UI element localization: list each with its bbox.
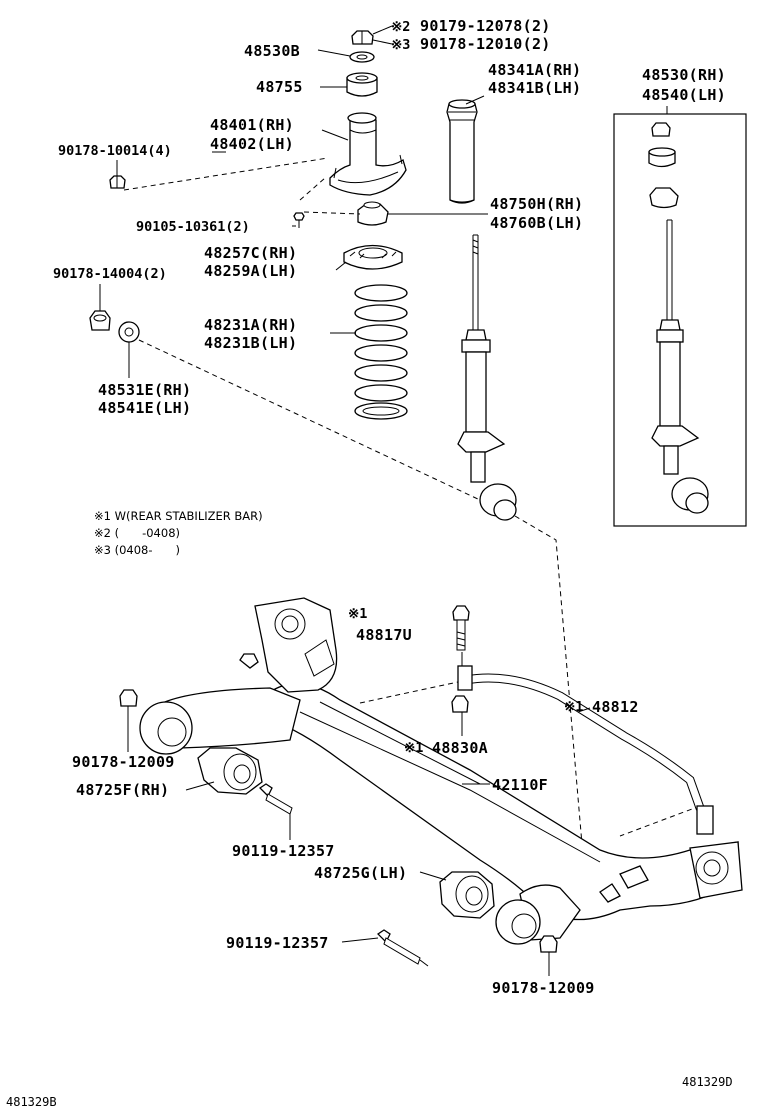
legend-notes: ※1 W(REAR STABILIZER BAR) ※2 ( -0408) ※3… xyxy=(94,509,263,557)
label-48830a[interactable]: 48830A xyxy=(432,739,488,757)
note-line-3: ※3 (0408- ) xyxy=(94,543,180,557)
label-48755[interactable]: 48755 xyxy=(256,78,303,96)
note-line-1: ※1 W(REAR STABILIZER BAR) xyxy=(94,509,263,523)
leader-lines-top xyxy=(99,25,488,378)
label-48750h[interactable]: 48750H(RH) xyxy=(490,195,583,213)
bushing-48725f-part[interactable] xyxy=(197,747,263,795)
label-48725g[interactable]: 48725G(LH) xyxy=(314,864,407,882)
shock-absorber-part[interactable] xyxy=(457,234,517,521)
coil-spring-part[interactable] xyxy=(354,284,408,420)
label-48401[interactable]: 48401(RH) xyxy=(210,116,294,134)
label-90119-lower[interactable]: 90119-12357 xyxy=(226,934,329,952)
suspension-support-part[interactable] xyxy=(329,112,407,196)
label-90179-12078[interactable]: 90179-12078(2) xyxy=(420,17,551,35)
washer-48530b-part[interactable] xyxy=(349,51,375,63)
upper-nut-part[interactable] xyxy=(351,30,374,45)
note-mark-1a: ※1 xyxy=(348,606,367,622)
label-48531e[interactable]: 48531E(RH) xyxy=(98,381,191,399)
bushing-48725g-part[interactable] xyxy=(439,871,495,919)
spring-insulator-part[interactable] xyxy=(343,244,403,270)
label-48725f[interactable]: 48725F(RH) xyxy=(76,781,169,799)
label-48541e[interactable]: 48541E(LH) xyxy=(98,399,191,417)
part-labels: ※2 90179-12078(2) ※3 90178-12010(2) 4853… xyxy=(53,17,726,997)
bolt-90119-lower-part[interactable] xyxy=(376,929,429,967)
label-48540-lh[interactable]: 48540(LH) xyxy=(642,86,726,104)
label-48231a[interactable]: 48231A(RH) xyxy=(204,316,297,334)
nut-90178-12009-right-part[interactable] xyxy=(539,935,558,953)
note-mark-2: ※2 xyxy=(391,19,410,35)
label-48257c[interactable]: 48257C(RH) xyxy=(204,244,297,262)
bolt-90105-part[interactable] xyxy=(293,212,305,228)
label-42110f[interactable]: 42110F xyxy=(492,776,548,794)
label-48760b[interactable]: 48760B(LH) xyxy=(490,214,583,232)
dust-boot-part[interactable] xyxy=(446,99,478,204)
nut-90178-10014-part[interactable] xyxy=(109,175,126,189)
label-48812[interactable]: 48812 xyxy=(592,698,639,716)
diagram-code-left: 481329B xyxy=(6,1095,57,1109)
nut-90178-14004-part[interactable] xyxy=(89,310,111,331)
bushing-48755-part[interactable] xyxy=(346,72,378,97)
bound-stopper-part[interactable] xyxy=(357,201,389,226)
label-48530b[interactable]: 48530B xyxy=(244,42,300,60)
nut-48830a-part[interactable] xyxy=(451,695,469,713)
label-90178-14004[interactable]: 90178-14004(2) xyxy=(53,266,167,282)
label-90105-10361[interactable]: 90105-10361(2) xyxy=(136,219,250,235)
note-mark-1b: ※1 xyxy=(564,699,583,715)
nut-90178-12009-left-part[interactable] xyxy=(119,689,138,707)
label-48259a[interactable]: 48259A(LH) xyxy=(204,262,297,280)
label-48341b[interactable]: 48341B(LH) xyxy=(488,79,581,97)
washer-48531e-part[interactable] xyxy=(118,321,140,343)
axle-beam-part[interactable] xyxy=(139,597,743,945)
label-90178-10014[interactable]: 90178-10014(4) xyxy=(58,143,172,159)
dashed-lines xyxy=(123,157,701,857)
bolt-90119-upper-part[interactable] xyxy=(258,783,293,815)
label-90178-12010[interactable]: 90178-12010(2) xyxy=(420,35,551,53)
note-mark-3: ※3 xyxy=(391,37,410,53)
note-line-2: ※2 ( -0408) xyxy=(94,526,180,540)
note-mark-1c: ※1 xyxy=(404,740,423,756)
label-48402[interactable]: 48402(LH) xyxy=(210,135,294,153)
label-48231b[interactable]: 48231B(LH) xyxy=(204,334,297,352)
label-48817u[interactable]: 48817U xyxy=(356,626,412,644)
stabilizer-bar-part[interactable] xyxy=(457,665,714,835)
diagram-code-right: 481329D xyxy=(682,1075,733,1089)
label-48341a[interactable]: 48341A(RH) xyxy=(488,61,581,79)
label-90119-upper[interactable]: 90119-12357 xyxy=(232,842,335,860)
shock-assembly-box xyxy=(613,106,747,527)
label-48530-rh[interactable]: 48530(RH) xyxy=(642,66,726,84)
bolt-48817u-part[interactable] xyxy=(452,605,470,651)
leader-lines-bottom xyxy=(127,652,591,976)
shock-assembly-part[interactable] xyxy=(648,122,709,514)
label-90178-12009-left[interactable]: 90178-12009 xyxy=(72,753,175,771)
label-90178-12009-right[interactable]: 90178-12009 xyxy=(492,979,595,997)
